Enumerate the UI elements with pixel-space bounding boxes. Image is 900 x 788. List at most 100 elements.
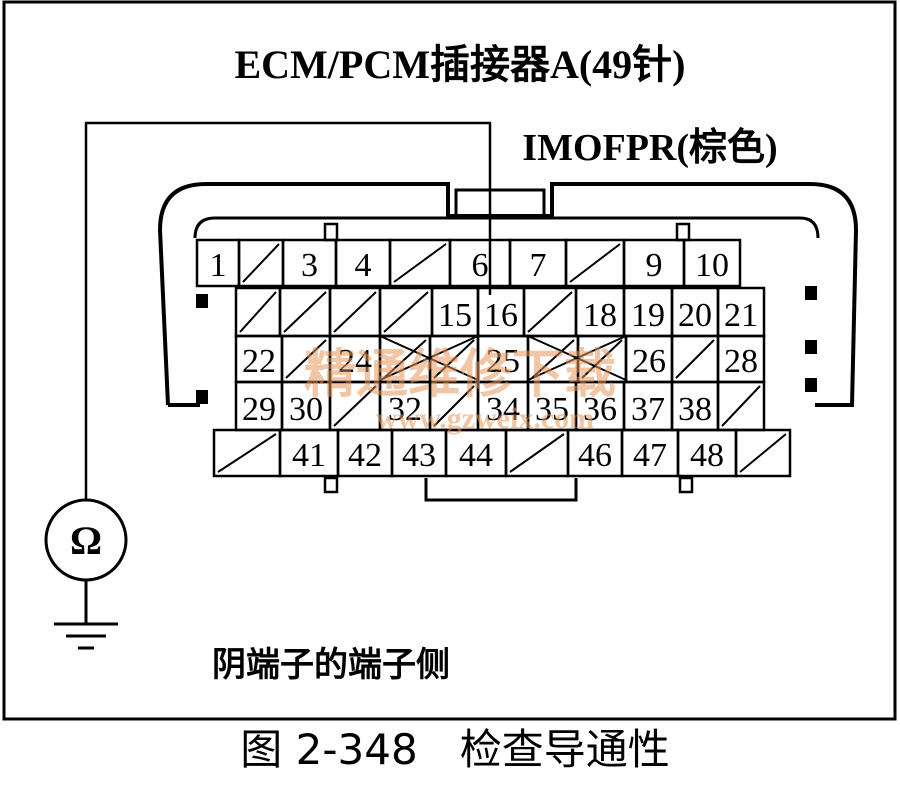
terminal-number: 38 — [678, 391, 712, 428]
terminal-4: 4 — [334, 238, 392, 288]
terminal-number: 15 — [438, 297, 472, 334]
terminal-number: 44 — [459, 437, 493, 474]
terminal-41: 41 — [278, 428, 340, 478]
unused-slot-slash — [531, 339, 575, 379]
terminal-26: 26 — [624, 334, 674, 384]
unused-slot-slash — [721, 385, 761, 427]
terminal-3: 3 — [281, 238, 338, 288]
terminal-number: 21 — [724, 297, 758, 334]
unused-slot-slash — [527, 291, 573, 333]
terminal-21: 21 — [716, 286, 766, 338]
terminal-9: 9 — [622, 238, 686, 288]
terminal-number: 20 — [678, 297, 712, 334]
terminal-number: 1 — [210, 247, 227, 284]
key-notch-right — [675, 222, 691, 242]
bottom-tab — [424, 478, 578, 502]
bottom-notch-left — [323, 476, 339, 494]
terminal-number: 48 — [690, 437, 724, 474]
terminal-22: 22 — [234, 334, 284, 384]
figure-caption: 图 2-348 检查导通性 — [240, 725, 669, 774]
side-marker-r3 — [805, 378, 817, 392]
terminal-number: 9 — [646, 247, 663, 284]
connector-title: ECM/PCM插接器A(49针) — [234, 42, 685, 87]
terminal-number: 35 — [535, 391, 569, 428]
side-marker-l2 — [196, 390, 208, 404]
terminal-46: 46 — [566, 428, 624, 478]
unused-slot-slash — [383, 291, 429, 333]
terminal-empty — [278, 286, 332, 338]
unused-slot-slash — [242, 243, 280, 283]
unused-slot-slash — [217, 433, 277, 473]
terminal-number: 24 — [338, 343, 372, 380]
terminal-10: 10 — [682, 238, 742, 288]
connector-latch — [454, 188, 546, 218]
unused-slot-slash — [509, 433, 565, 473]
terminal-42: 42 — [336, 428, 394, 478]
side-marker-r2 — [805, 340, 817, 354]
terminal-number: 37 — [631, 391, 665, 428]
terminal-48: 48 — [676, 428, 738, 478]
terminal-empty — [734, 428, 792, 478]
terminal-empty — [237, 238, 285, 288]
terminal-number: 19 — [631, 297, 665, 334]
unused-slot-slash — [333, 291, 377, 333]
watermark-text: 精通维修下载 — [304, 346, 616, 404]
terminal-18: 18 — [574, 286, 626, 338]
terminal-number: 10 — [695, 247, 729, 284]
terminal-number: 42 — [348, 437, 382, 474]
terminal-37: 37 — [622, 380, 674, 432]
side-marker-l1 — [196, 294, 208, 308]
unused-slot-slash — [333, 385, 377, 427]
terminal-number: 4 — [355, 247, 372, 284]
unused-slot-slash — [383, 339, 427, 379]
terminal-cell — [682, 238, 742, 288]
terminal-43: 43 — [390, 428, 448, 478]
unused-slot-slash — [283, 291, 327, 333]
probe-wire — [84, 121, 492, 502]
terminal-number: 25 — [486, 343, 520, 380]
unused-slot-slash — [569, 243, 621, 283]
side-marker-r1 — [805, 286, 817, 300]
terminal-empty — [388, 238, 452, 288]
terminal-29: 29 — [234, 380, 284, 432]
unused-slot-slash — [239, 291, 277, 333]
bottom-notch-right — [678, 476, 694, 494]
terminal-number: 34 — [486, 391, 520, 428]
connector-inner-shell — [193, 216, 820, 239]
terminal-empty — [522, 286, 578, 338]
unused-slot-slash — [739, 433, 787, 473]
terminal-empty — [504, 428, 570, 478]
terminal-number: 32 — [388, 391, 422, 428]
terminal-number: 30 — [289, 391, 323, 428]
terminal-empty — [670, 334, 720, 384]
ground-icon — [54, 580, 118, 650]
terminal-7: 7 — [508, 238, 568, 288]
unused-slot-slash — [675, 339, 715, 379]
terminal-19: 19 — [622, 286, 674, 338]
terminal-number: 6 — [472, 247, 489, 284]
terminal-number: 3 — [301, 247, 318, 284]
terminal-16: 16 — [476, 286, 526, 338]
unused-slot-slash — [433, 385, 475, 427]
terminal-number: 46 — [578, 437, 612, 474]
terminal-38: 38 — [670, 380, 720, 432]
terminal-empty — [234, 286, 282, 338]
terminal-number: 7 — [530, 247, 547, 284]
connector-housing — [157, 182, 859, 407]
terminal-number: 29 — [242, 391, 276, 428]
unused-slot-slash — [581, 339, 623, 379]
terminal-20: 20 — [670, 286, 720, 338]
key-notch-left — [323, 222, 339, 242]
unused-slot-slash — [285, 339, 327, 379]
terminal-47: 47 — [620, 428, 680, 478]
terminal-number: 18 — [583, 297, 617, 334]
terminal-6: 6 — [448, 238, 512, 288]
terminal-number: 28 — [724, 343, 758, 380]
terminal-number: 22 — [242, 343, 276, 380]
unused-slot-slash — [393, 243, 447, 283]
terminal-15: 15 — [430, 286, 480, 338]
terminal-empty — [564, 238, 626, 288]
view-note: 阴端子的端子侧 — [212, 646, 450, 684]
